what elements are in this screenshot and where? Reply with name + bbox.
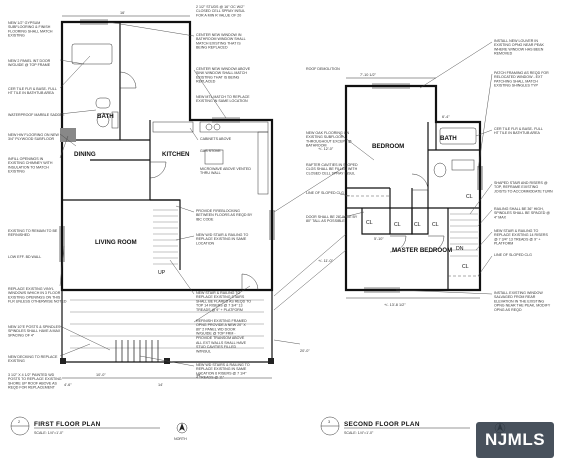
north-label: NORTH — [174, 437, 187, 441]
closet-label: CL — [394, 222, 401, 228]
closet-label: CL — [462, 264, 469, 270]
dimension-label: +/- 12'-0" — [318, 147, 334, 151]
room-label-living: LIVING ROOM — [95, 239, 137, 246]
drawing-tag-number: 2 — [18, 420, 20, 424]
first-floor-plan: DINING KITCHEN LIVING ROOM BATH UP 16' 1… — [8, 5, 275, 441]
dimension-label: 14' — [158, 383, 163, 387]
plan-note: GAS STOVE — [200, 149, 221, 153]
dimension-label: 10'-0" — [96, 373, 106, 377]
first-floor-notes-middle: 2 1/2" STUDS @ 16" OC W/2"CLOSED CELL SP… — [196, 5, 253, 380]
first-floor-plan-title: FIRST FLOOR PLAN — [34, 421, 101, 428]
room-label-master: MASTER BEDROOM — [392, 247, 452, 254]
stair-label-down: DN — [456, 246, 464, 252]
stair-label-up: UP — [158, 270, 166, 276]
dimension-label: 5'-10" — [374, 237, 384, 241]
dimension-label: 20'-0" — [300, 349, 310, 353]
watermark-logo: NJMLS — [476, 422, 554, 458]
room-label-second-bath: BATH — [440, 135, 457, 142]
dimension-label: 7'-10 1/2" — [360, 73, 377, 77]
plan-note: ROOF DEMOLITION — [306, 67, 340, 71]
second-floor-plan-scale: SCALE: 1/4"=1'-0" — [344, 431, 374, 435]
plan-note: SHAPED STAIR AND RISERS @TOP, REFRAME EX… — [494, 181, 553, 193]
dimension-label: 16' — [120, 11, 125, 15]
plan-note: WATERPROOF MARBLE SADDLE — [8, 113, 65, 117]
closet-label: CL — [432, 222, 439, 228]
dimension-label: 18' — [196, 373, 201, 377]
closet-label: CL — [414, 222, 421, 228]
plan-note: LINE OF SLOPED CLG — [306, 191, 344, 195]
second-floor-plan-title: SECOND FLOOR PLAN — [344, 421, 420, 428]
second-floor-exterior-walls — [344, 84, 482, 292]
dimension-label: +/- 13'-8 1/2" — [384, 303, 406, 307]
drawing-tag-number: 3 — [328, 420, 330, 424]
dimension-label: 4'-6" — [64, 383, 72, 387]
plan-note: CABINETS ABOVE — [200, 137, 232, 141]
plan-note: RAILING SHALL BE 36" HIGH,SPINDLES SHALL… — [494, 207, 550, 219]
room-label-dining: DINING — [74, 151, 96, 158]
plan-note: 2 1/2" STUDS @ 16" OC W/2"CLOSED CELL SP… — [196, 5, 245, 17]
dimension-label: 6'-4" — [442, 115, 450, 119]
first-floor-plan-scale: SCALE: 1/4"=1'-0" — [34, 431, 64, 435]
closet-label: CL — [366, 220, 373, 226]
plan-note: LINE OF SLOPED CLG — [494, 253, 532, 257]
dimension-label: +/- 11'-0" — [318, 259, 334, 263]
closet-label: CL — [466, 194, 473, 200]
second-floor-plan: BEDROOM BATH MASTER BEDROOM CL CL CL CL … — [273, 39, 553, 436]
plan-note: LOW EFF. BD WALL — [8, 255, 41, 259]
room-label-bath: BATH — [97, 113, 114, 120]
room-label-bedroom: BEDROOM — [372, 143, 404, 150]
room-label-kitchen: KITCHEN — [162, 151, 190, 158]
